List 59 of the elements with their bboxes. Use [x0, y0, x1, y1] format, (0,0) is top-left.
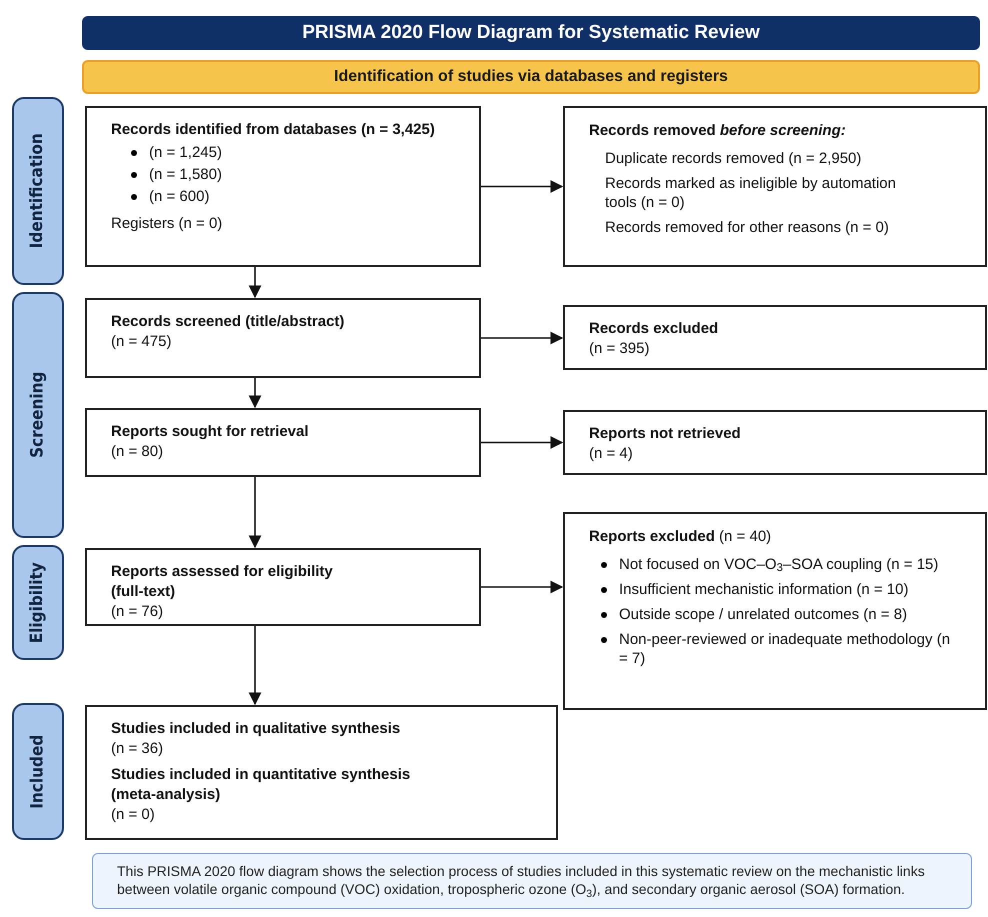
box-heading: Studies included in quantitative synthesis (meta-analysis) — [111, 765, 412, 805]
box-text: (n = 0) — [111, 805, 156, 825]
list-item: (n = 1,580) — [149, 165, 222, 184]
box-text: (n = 4) — [589, 444, 634, 464]
box-text: (n = 36) — [111, 739, 164, 759]
stage-label: Eligibility — [26, 562, 48, 644]
arrow — [481, 436, 564, 449]
caption-text: This PRISMA 2020 flow diagram shows the selection process of studies included in this systematic review on the mechanistic links between volatile organic compound (VOC) oxidation, tropospheric ozone (O$_{3}$), and secondary organic aerosol (SOA) formation. — [117, 862, 926, 898]
stage-tab — [12, 703, 64, 840]
box-heading: Reports not retrieved — [589, 424, 742, 444]
section-band — [82, 60, 980, 94]
arrow — [248, 378, 262, 408]
box-heading: Reports excluded (n = 40) — [589, 527, 772, 547]
process-box — [85, 106, 481, 267]
arrow — [248, 477, 262, 548]
box-text: Records marked as ineligible by automation tools (n = 0) — [604, 174, 897, 212]
process-box — [85, 298, 481, 378]
process-box — [85, 408, 481, 477]
box-heading: Reports sought for retrieval — [111, 422, 310, 442]
title-text: PRISMA 2020 Flow Diagram for Systematic Review — [302, 20, 760, 45]
box-text: (n = 395) — [589, 339, 650, 359]
process-box — [563, 410, 987, 475]
list-item: Not focused on VOC–O$_{3}$–SOA coupling (n = 15) — [619, 554, 938, 574]
arrow — [481, 580, 564, 594]
caption-box — [92, 853, 972, 909]
box-heading: Records screened (title/abstract) — [111, 312, 346, 332]
arrow — [481, 180, 564, 193]
box-heading: Records removed before screening: — [589, 121, 847, 141]
list-item: Insufficient mechanistic information (n = 10) — [619, 580, 908, 598]
process-box — [563, 106, 987, 267]
title-banner — [82, 16, 980, 50]
list-item: Non-peer-reviewed or inadequate methodology (n = 7) — [619, 630, 952, 668]
list-item: (n = 600) — [149, 187, 210, 206]
process-box — [85, 705, 558, 840]
arrow — [481, 332, 564, 344]
stage-label: Identification — [26, 133, 48, 249]
box-text: (n = 475) — [111, 332, 172, 352]
stage-label: Included — [26, 734, 48, 809]
stage-tab — [12, 292, 64, 538]
stage-label: Screening — [26, 372, 48, 458]
stage-tab — [12, 545, 64, 660]
stage-tab — [12, 97, 64, 285]
arrow — [248, 626, 262, 706]
process-box — [563, 512, 987, 710]
box-heading: Records excluded — [589, 319, 720, 339]
arrow — [248, 267, 262, 298]
box-heading: Records identified from databases (n = 3,425) — [111, 120, 436, 140]
box-text: Registers (n = 0) — [111, 214, 224, 234]
process-box — [563, 305, 987, 370]
box-heading: Reports assessed for eligibility (full-text) — [111, 562, 334, 602]
box-text: Duplicate records removed (n = 2,950) — [604, 148, 862, 168]
box-heading: Studies included in qualitative synthesis — [111, 719, 402, 739]
box-text: Records removed for other reasons (n = 0) — [604, 218, 890, 236]
list-item: Outside scope / unrelated outcomes (n = 8) — [619, 604, 908, 624]
box-text: (n = 76) — [111, 602, 164, 622]
process-box — [85, 548, 481, 626]
section-heading: Identification of studies via databases and registers — [334, 67, 728, 87]
list-item: (n = 1,245) — [149, 143, 222, 162]
box-text: (n = 80) — [111, 442, 164, 462]
